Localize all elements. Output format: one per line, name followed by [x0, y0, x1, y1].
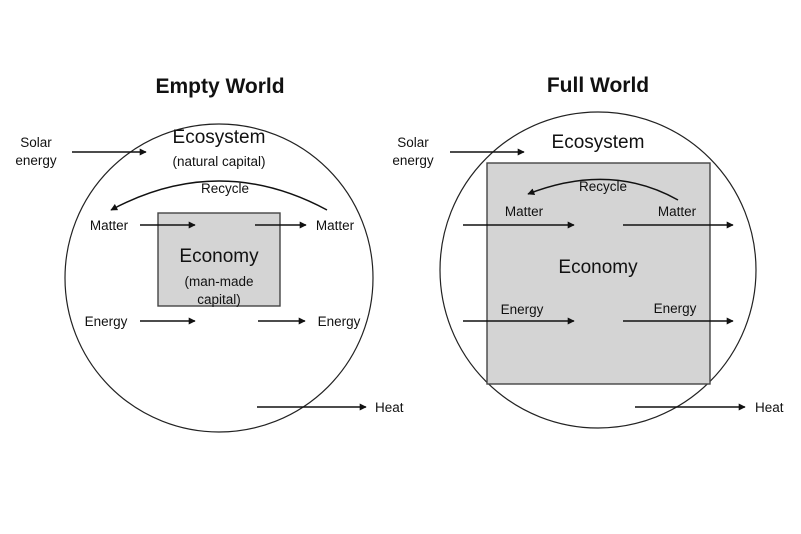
empty-world-energy-label: energy [15, 153, 57, 168]
full-world-solar-label: Solar [397, 135, 429, 150]
empty-world-economy-sublabel-2: capital) [197, 292, 241, 307]
full-world-economy-label: Economy [558, 257, 638, 278]
full-world-energy-label: energy [392, 153, 434, 168]
empty-world-energy-out-label: Energy [318, 314, 361, 329]
full-world-energy-out-label: Energy [654, 301, 697, 316]
full-world-panel: Full World Solar energy Ecosystem Recycl… [392, 74, 784, 429]
full-world-matter-out-label: Matter [658, 204, 697, 219]
empty-world-energy-in-label: Energy [85, 314, 128, 329]
empty-world-ecosystem-label: Ecosystem [173, 127, 266, 148]
full-world-ecosystem-circle [439, 111, 757, 429]
empty-world-matter-in-label: Matter [90, 218, 129, 233]
empty-world-recycle-label: Recycle [201, 181, 249, 196]
empty-world-title: Empty World [155, 75, 284, 98]
empty-world-economy-box [157, 212, 281, 307]
full-world-recycle-arrow [527, 178, 679, 201]
empty-world-economy-label: Economy [179, 246, 259, 267]
full-world-matter-in-label: Matter [505, 204, 544, 219]
full-world-title: Full World [547, 74, 649, 97]
empty-world-economy-sublabel-1: (man-made [184, 274, 253, 289]
full-world-energy-in-label: Energy [501, 302, 544, 317]
full-world-ecosystem-label: Ecosystem [552, 132, 645, 153]
empty-world-panel: Empty World Solar energy Ecosystem (natu… [15, 75, 404, 433]
empty-world-ecosystem-sublabel: (natural capital) [172, 154, 265, 169]
empty-world-ecosystem-circle [64, 123, 374, 433]
empty-world-heat-label: Heat [375, 400, 404, 415]
empty-world-matter-out-label: Matter [316, 218, 355, 233]
full-world-economy-box [486, 162, 711, 385]
full-world-heat-label: Heat [755, 400, 784, 415]
full-world-recycle-label: Recycle [579, 179, 627, 194]
empty-world-solar-label: Solar [20, 135, 52, 150]
empty-world-recycle-arrow [110, 180, 328, 211]
